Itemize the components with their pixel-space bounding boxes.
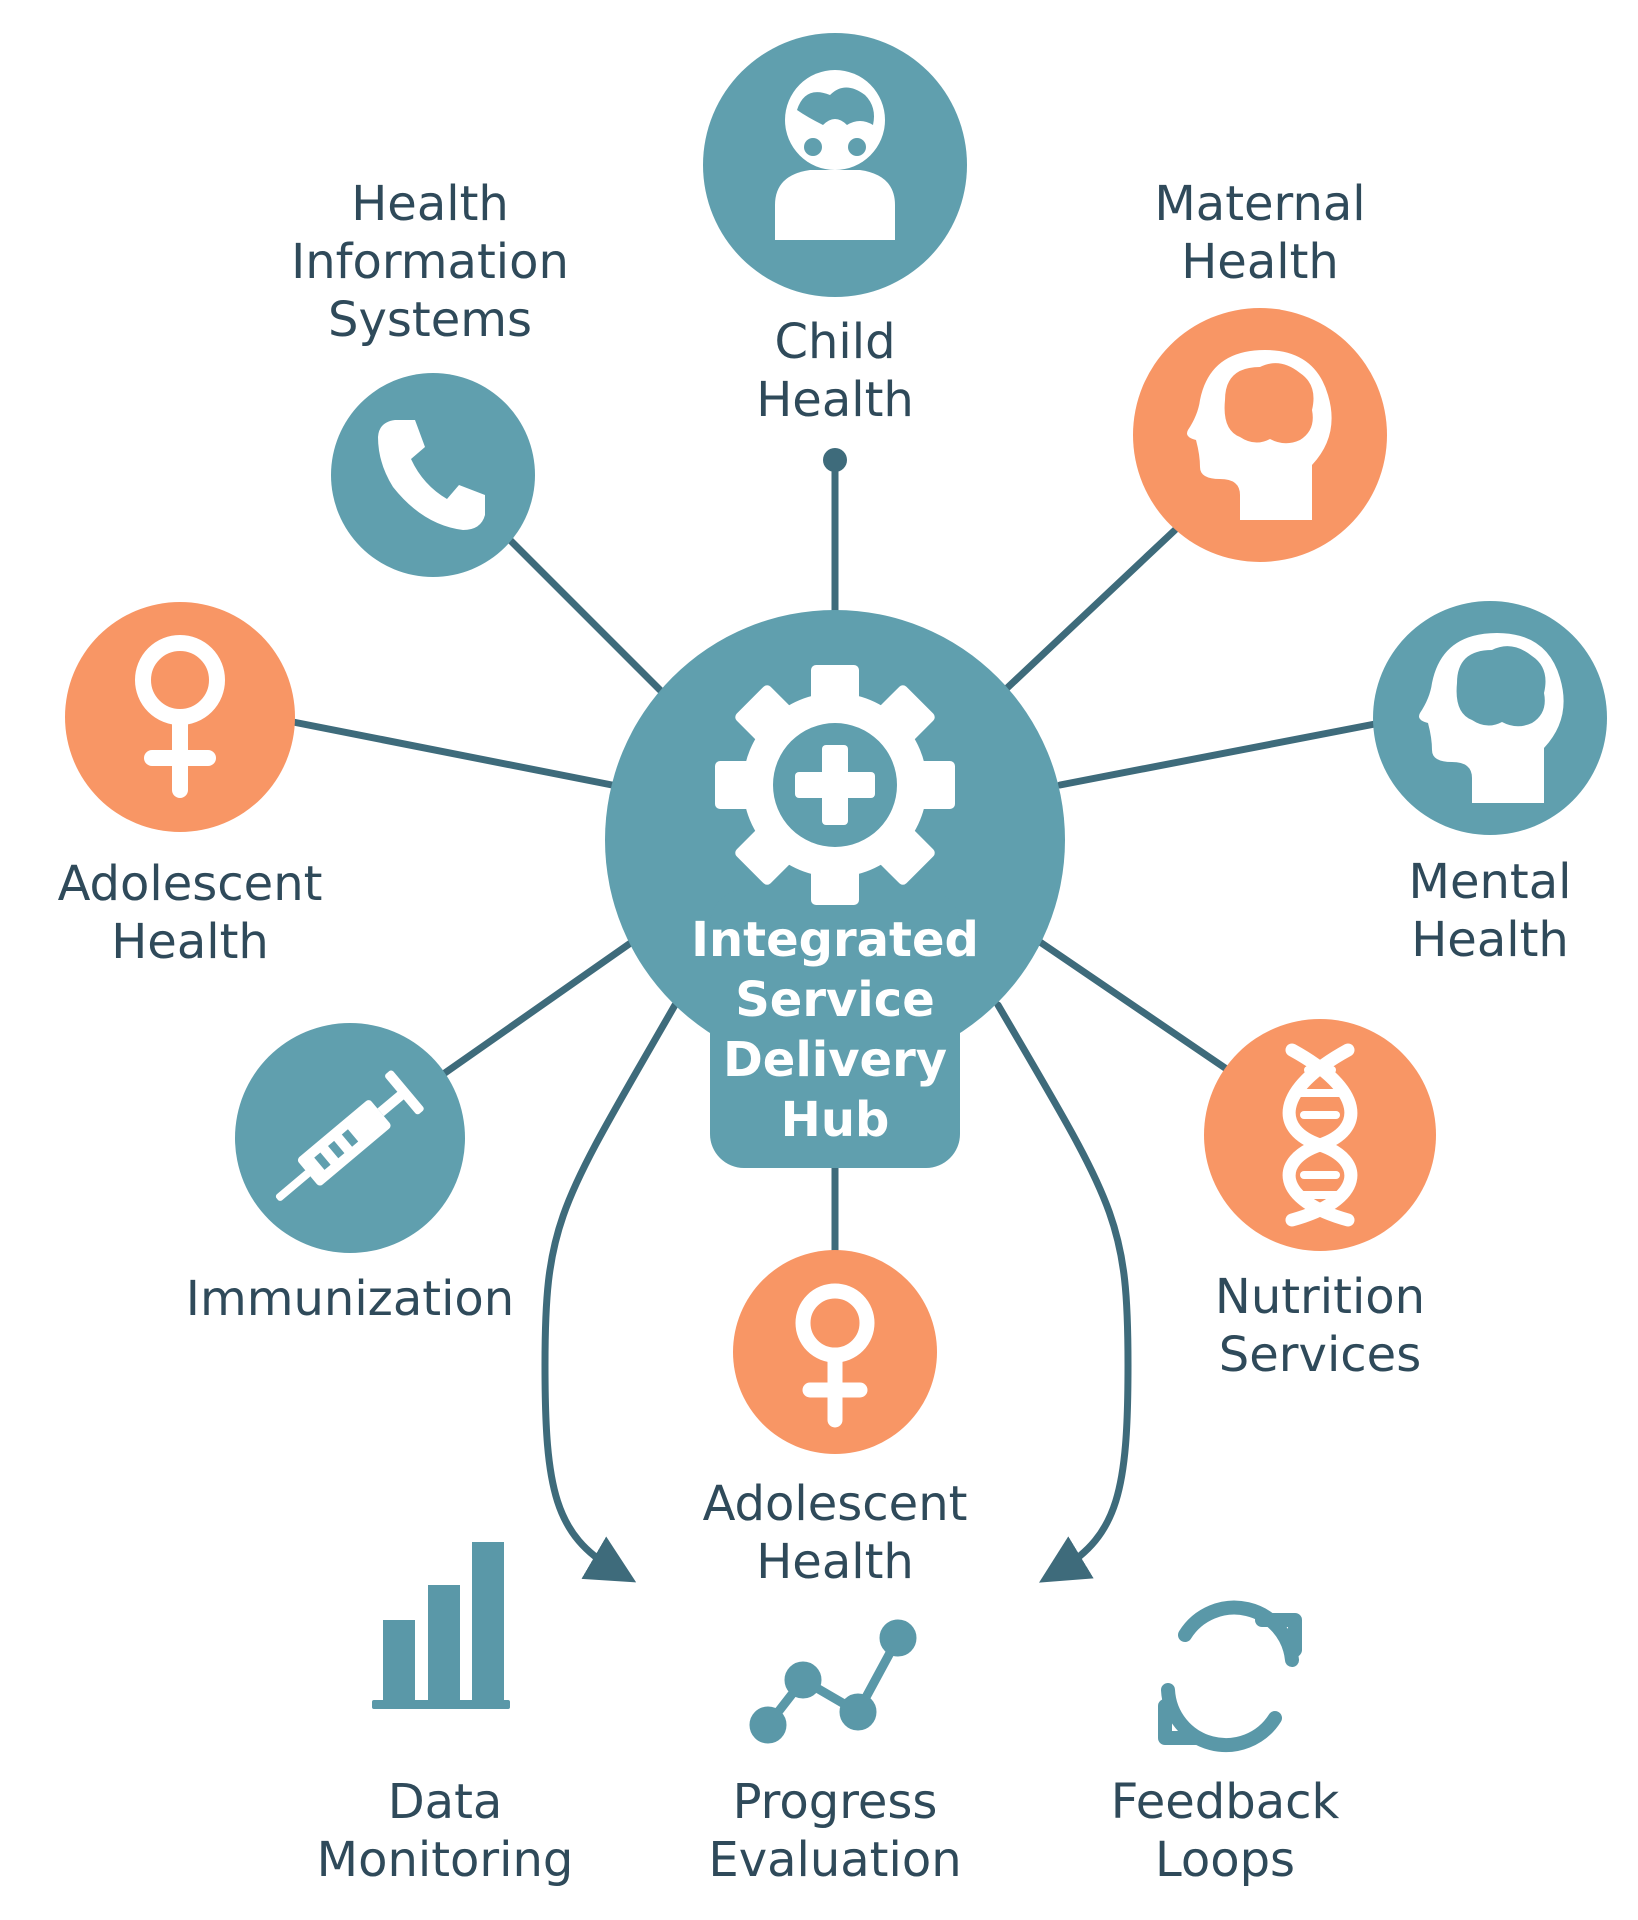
node-child-health xyxy=(703,33,967,297)
arrow-to-outcomes-right xyxy=(994,1001,1132,1583)
connector-health-information-systems xyxy=(506,536,664,694)
connector-mental-health xyxy=(1056,720,1379,789)
female-symbol-icon xyxy=(135,635,225,798)
label-health-information-systems: Health Information Systems xyxy=(291,176,569,348)
node-circle-nutrition-services xyxy=(1204,1019,1436,1251)
node-adolescent-health-left xyxy=(65,602,295,832)
child-icon xyxy=(775,70,895,240)
bar-chart-icon xyxy=(372,1542,510,1709)
node-circle-health-information-systems xyxy=(331,373,535,577)
gear-plus-icon xyxy=(715,665,955,905)
label-adolescent-health-left: Adolescent Health xyxy=(57,856,323,970)
node-adolescent-health-bottom xyxy=(733,1250,937,1454)
refresh-cycle-icon xyxy=(1158,1600,1302,1753)
syringe-icon xyxy=(275,1070,424,1201)
dna-icon xyxy=(1282,1043,1358,1227)
node-mental-health xyxy=(1373,601,1607,835)
connector-adolescent-health-left xyxy=(289,718,616,789)
label-progress-evaluation: Progress Evaluation xyxy=(708,1774,962,1888)
connector-maternal-health xyxy=(1001,526,1179,694)
hub xyxy=(605,610,1065,1168)
label-child-health: Child Health xyxy=(756,314,914,428)
female-symbol-icon xyxy=(795,1283,875,1428)
label-data-monitoring: Data Monitoring xyxy=(316,1774,574,1888)
node-maternal-health xyxy=(1133,308,1387,562)
label-immunization: Immunization xyxy=(185,1271,515,1327)
node-health-information-systems xyxy=(331,373,535,577)
connectors xyxy=(289,448,1379,1583)
arrow-to-outcomes-left xyxy=(541,1001,679,1583)
hub-label: Integrated Service Delivery Hub xyxy=(691,912,979,1148)
head-brain-icon xyxy=(1187,350,1332,520)
label-mental-health: Mental Health xyxy=(1408,854,1572,968)
head-brain-icon xyxy=(1419,633,1564,803)
node-immunization xyxy=(235,1023,465,1253)
label-adolescent-health-bottom: Adolescent Health xyxy=(702,1476,968,1590)
label-maternal-health: Maternal Health xyxy=(1154,176,1366,290)
hub-label-box xyxy=(710,890,960,1168)
connector-nutrition-services xyxy=(1036,938,1232,1074)
connector-dot-child-health xyxy=(823,448,847,472)
label-feedback-loops: Feedback Loops xyxy=(1110,1774,1340,1888)
phone-icon xyxy=(378,420,485,530)
connector-immunization xyxy=(438,938,636,1079)
label-nutrition-services: Nutrition Services xyxy=(1214,1269,1426,1383)
line-chart-icon xyxy=(749,1619,917,1744)
node-nutrition-services xyxy=(1204,1019,1436,1251)
